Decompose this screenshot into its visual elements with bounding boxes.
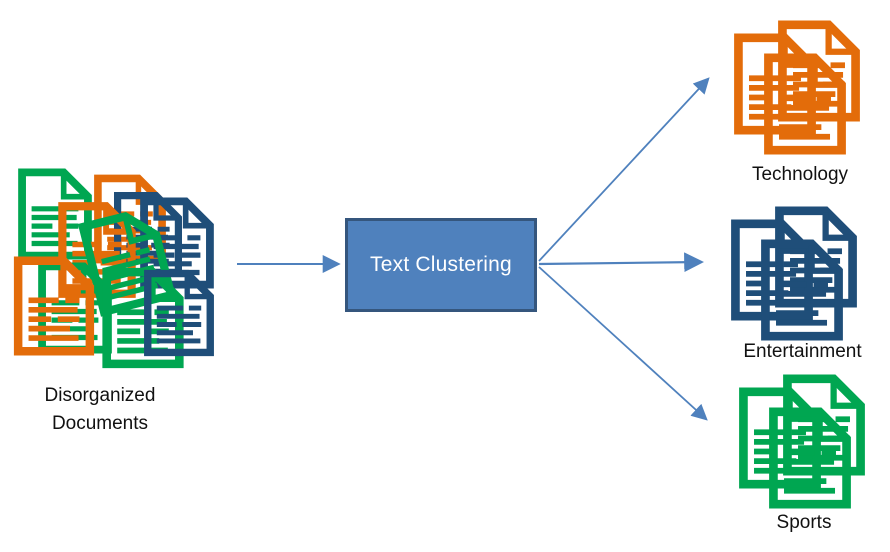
arrow-clustering-to-sports — [538, 266, 708, 421]
cluster-sports-documents — [743, 379, 860, 504]
sports-label: Sports — [776, 512, 832, 533]
technology-label: Technology — [751, 164, 849, 185]
entertainment-label: Entertainment — [743, 341, 862, 362]
text-clustering-label: Text Clustering — [370, 253, 512, 276]
text-clustering-node: Text Clustering — [345, 218, 537, 312]
cluster-technology-documents — [738, 25, 855, 150]
disorganized-documents-label: Disorganized Documents — [44, 385, 156, 434]
cluster-entertainment-documents — [735, 211, 852, 336]
arrow-clustering-to-entertainment — [538, 252, 704, 273]
arrow-clustering-to-technology — [538, 77, 710, 262]
disorganized-documents-pile — [18, 172, 210, 363]
